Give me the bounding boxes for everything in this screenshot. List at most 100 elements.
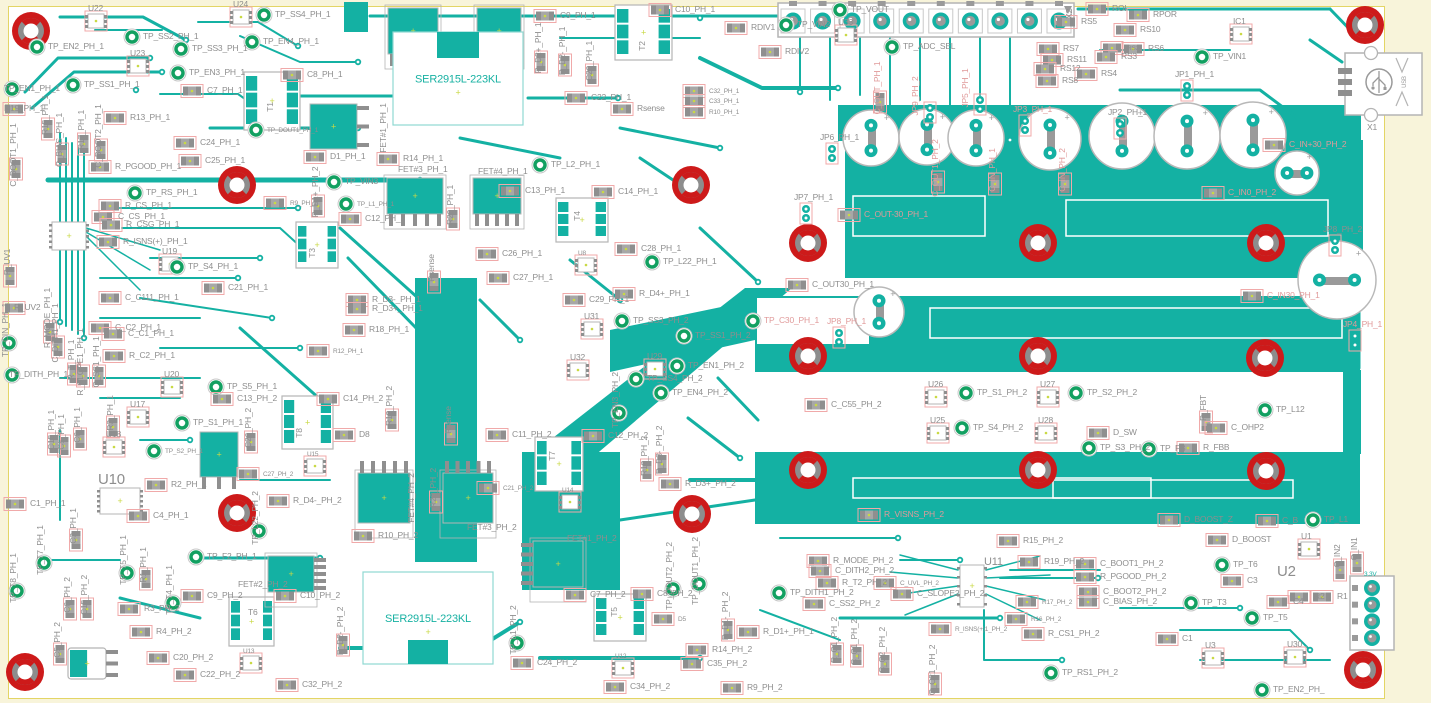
ref-label: C_BOOT2_PH_2 bbox=[1103, 586, 1167, 596]
ref-label: TP_EN3_PH_1 bbox=[189, 67, 245, 77]
ref-label: JP2_PH_1 bbox=[1108, 107, 1148, 117]
ref-label: D_BOOST bbox=[1232, 534, 1271, 544]
ref-label: U27 bbox=[1040, 379, 1055, 389]
ref-label: TP_T5 bbox=[1263, 612, 1288, 622]
ref-label: C20_PH_2 bbox=[173, 652, 213, 662]
ref-label: R4_PH_2 bbox=[156, 626, 192, 636]
ref-label: TP_SS3_PH_2 bbox=[633, 315, 689, 325]
inductor-footprint: SER2915L-223KL+SER2915L-223KL+ bbox=[362, 31, 524, 665]
ref-label: T6 bbox=[248, 607, 258, 617]
ref-label: R_UV2 bbox=[14, 302, 41, 312]
ref-label: TP_L1_PH_2 bbox=[508, 605, 518, 655]
ref-label: U19 bbox=[162, 246, 177, 256]
mounting-hole bbox=[672, 166, 710, 204]
ref-label: C6_PH_2 bbox=[62, 577, 72, 613]
ref-label: C_OUT-30_PH_1 bbox=[864, 209, 928, 219]
ref-label: TP_EN4_PH_2 bbox=[672, 387, 728, 397]
ref-label: JP8_PH_2 bbox=[1323, 224, 1363, 234]
ref-label: C8_PH_2 bbox=[657, 588, 693, 598]
ref-label: R14_PH_1 bbox=[403, 153, 443, 163]
ref-label: C11_PH_2 bbox=[512, 429, 552, 439]
ref-label: U14 bbox=[562, 487, 574, 494]
svg-text:+: + bbox=[331, 122, 336, 132]
ref-label: C_BOOT1_PH_1 bbox=[8, 123, 18, 187]
ref-label: R_C2_PH_1 bbox=[129, 350, 175, 360]
ref-label: C_IN30_PH_1 bbox=[1267, 290, 1320, 300]
ref-label: R_D2-_PH_2 bbox=[335, 606, 345, 655]
ref-label: R_FBB bbox=[1203, 442, 1230, 452]
ref-label: C10_PH_1 bbox=[675, 4, 715, 14]
ref-label: RS10 bbox=[1140, 24, 1161, 34]
ref-label: R_CSG_PH_1 bbox=[126, 219, 180, 229]
svg-text:+: + bbox=[1307, 152, 1312, 162]
svg-text:+: + bbox=[314, 240, 319, 250]
ref-label: TP_VIN3 bbox=[345, 176, 379, 186]
ref-label: C7_PH_2 bbox=[590, 589, 626, 599]
ref-label: C12_PH_2 bbox=[608, 430, 648, 440]
mounting-hole bbox=[1247, 224, 1285, 262]
ref-label: C22_PH_2 bbox=[200, 669, 240, 679]
ref-label: TP_T8_PH_1 bbox=[8, 553, 18, 603]
ref-label: TP_SS2_PH_1 bbox=[143, 31, 199, 41]
ref-label: C_IN_PH_1 bbox=[987, 148, 997, 192]
ref-label: C27_PH_2 bbox=[263, 471, 294, 478]
ref-label: U15 bbox=[307, 451, 319, 458]
ref-label: C_UVL_PH_2 bbox=[900, 580, 939, 587]
ref-label: C13_PH_2 bbox=[237, 393, 277, 403]
ref-label: C_CS_PH_1 bbox=[118, 211, 165, 221]
ref-label: C10_PH_2 bbox=[300, 590, 340, 600]
ref-label: RS4 bbox=[1101, 68, 1117, 78]
ref-label: C4_PH_1 bbox=[153, 510, 189, 520]
ref-label: TP_EN2_PH_ bbox=[1273, 684, 1325, 694]
ref-label: C4 bbox=[1293, 596, 1304, 606]
ref-label: FET#4_PH_2 bbox=[406, 473, 416, 523]
ref-label: R13_PH_1 bbox=[130, 112, 170, 122]
ref-label: FET#1_PH_2 bbox=[567, 533, 617, 543]
ref-label: U17 bbox=[130, 399, 145, 409]
ref-label: C_OUT30_PH_1 bbox=[812, 279, 874, 289]
svg-text:+: + bbox=[969, 581, 974, 591]
ref-label: R_PGOOD_PH_1 bbox=[115, 161, 182, 171]
ref-label: TP_T5_PH_1 bbox=[118, 535, 128, 585]
ref-label: RS2 bbox=[1127, 45, 1140, 52]
ref-label: R19_PH_2 bbox=[1044, 556, 1084, 566]
ref-label: C_C2_PH_1 bbox=[115, 322, 161, 332]
ref-label: TP_L1 bbox=[1324, 514, 1349, 524]
ref-label: TP_S1_PH_1 bbox=[193, 417, 243, 427]
ref-label: C_DITH1_PH_1 bbox=[50, 303, 60, 362]
ref-label: U24 bbox=[233, 0, 248, 9]
ref-label: TP_DITH1_PH_2 bbox=[790, 587, 854, 597]
ref-label: C32_PH_2 bbox=[302, 679, 342, 689]
ref-label: C_B bbox=[1282, 515, 1298, 525]
ref-label: Rsense bbox=[637, 103, 665, 113]
ref-label: U28 bbox=[1038, 415, 1053, 425]
ref-label: T1 bbox=[265, 102, 275, 112]
ref-label: C_C2_PH_2 bbox=[877, 627, 887, 673]
ref-label: ROI bbox=[1112, 3, 1127, 13]
ref-label: R10_PH_1 bbox=[709, 109, 740, 116]
ref-label: JP8_PH_1 bbox=[827, 316, 867, 326]
ref-label: C22_PH_1 bbox=[591, 92, 631, 102]
ref-label: R_D1+_PH_2 bbox=[310, 166, 320, 217]
ref-label: U3 bbox=[1205, 640, 1216, 650]
ref-label: TP_VOUT bbox=[851, 4, 889, 14]
ref-label: R_D1+_PH_1 bbox=[763, 626, 814, 636]
ref-label: Rsense bbox=[426, 254, 436, 282]
ref-label: R_CS1_PH_2 bbox=[1048, 628, 1100, 638]
ref-label: U25 bbox=[930, 415, 945, 425]
mounting-hole bbox=[1019, 224, 1057, 262]
ref-label: C5_PH_1 bbox=[56, 414, 66, 450]
ref-label: T7 bbox=[547, 451, 557, 461]
svg-text:+: + bbox=[84, 659, 89, 669]
ref-label: C_SLOPE2_PH_2 bbox=[917, 588, 985, 598]
ref-label: C_DITH2_PH_2 bbox=[835, 565, 894, 575]
ref-label: C15_PH_1 bbox=[46, 410, 56, 450]
ref-label: C35_PH_2 bbox=[707, 658, 747, 668]
ref-label: TP_EN3_PH_2 bbox=[610, 372, 620, 428]
ref-label: R_FBT bbox=[1198, 395, 1208, 421]
ref-label: R18_PH_1 bbox=[369, 324, 409, 334]
svg-text:+: + bbox=[556, 459, 561, 469]
svg-text:+: + bbox=[381, 493, 386, 503]
ref-label: TP_SS3_PH_1 bbox=[192, 43, 248, 53]
